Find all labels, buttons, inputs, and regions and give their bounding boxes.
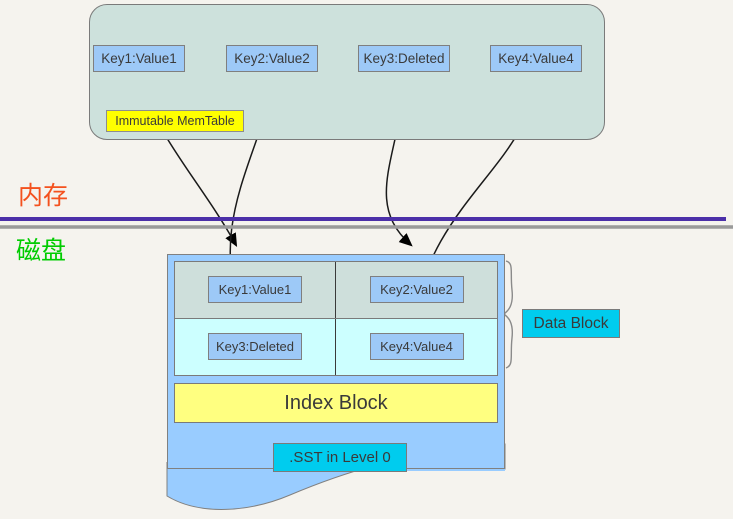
data-block-cell-key4[interactable]: Key4:Value4 (336, 319, 497, 376)
data-block-entry-key4: Key4:Value4 (369, 333, 464, 361)
memtable-entry-key2[interactable]: Key2:Value2 (226, 45, 318, 72)
data-block-brace (503, 260, 514, 369)
memtable-entry-key4[interactable]: Key4:Value4 (490, 45, 582, 72)
memtable-entry-key1[interactable]: Key1:Value1 (93, 45, 185, 72)
sst-level-badge: .SST in Level 0 (273, 443, 407, 472)
data-block-row-top: Key1:Value1 Key2:Value2 (175, 262, 497, 319)
data-block-badge: Data Block (522, 309, 620, 338)
index-block: Index Block (174, 383, 498, 423)
data-block-row-bottom: Key3:Deleted Key4:Value4 (175, 318, 497, 376)
data-block-entry-key1: Key1:Value1 (208, 276, 302, 304)
data-block-cell-key2[interactable]: Key2:Value2 (336, 262, 497, 318)
memory-disk-divider (0, 217, 733, 229)
memory-label: 内存 (18, 181, 69, 210)
memtable-entry-key3[interactable]: Key3:Deleted (358, 45, 450, 72)
data-block-grid: Key1:Value1 Key2:Value2 Key3:Deleted Key… (174, 261, 498, 376)
immutable-memtable-badge: Immutable MemTable (106, 110, 244, 132)
data-block-cell-key3[interactable]: Key3:Deleted (175, 318, 336, 375)
data-block-cell-key1[interactable]: Key1:Value1 (175, 262, 336, 318)
data-block-entry-key2: Key2:Value2 (369, 276, 464, 304)
disk-label: 磁盘 (16, 236, 67, 265)
data-block-entry-key3: Key3:Deleted (208, 333, 302, 361)
